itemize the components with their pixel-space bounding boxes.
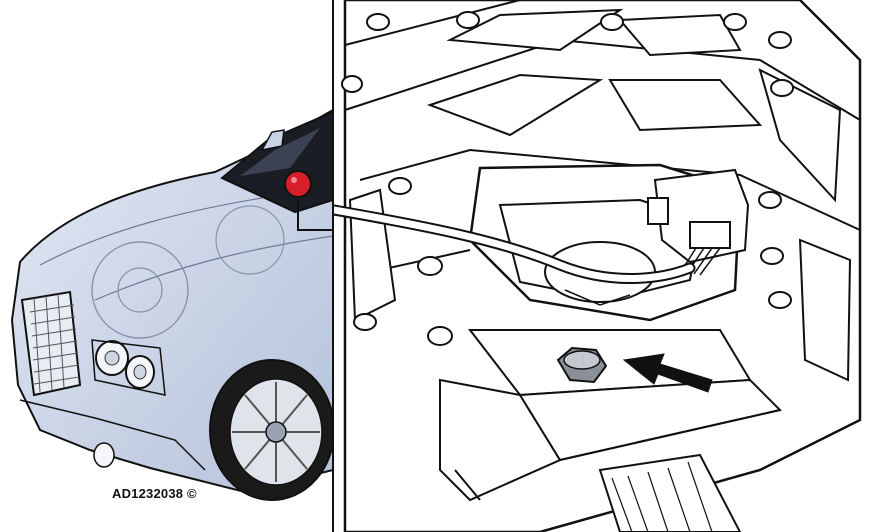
windshield-reflection — [240, 128, 320, 176]
ghost-wheel-hub — [117, 267, 163, 313]
hood-line — [39, 197, 263, 266]
retaining-nut — [556, 346, 608, 384]
mounting-holes — [341, 11, 794, 346]
cutouts — [348, 8, 852, 382]
location-marker — [284, 170, 333, 231]
hood-line — [94, 235, 333, 301]
bumper — [19, 399, 206, 471]
steering-shaft — [598, 453, 742, 532]
side-mirror — [260, 129, 285, 152]
leader-line — [297, 197, 333, 231]
vehicle-view — [10, 108, 333, 501]
fog-lamp — [93, 442, 115, 468]
red-dot-marker-icon — [284, 170, 312, 198]
figure-caption: AD1232038 © — [112, 486, 197, 501]
grille — [20, 290, 82, 397]
front-wheel — [209, 359, 333, 501]
component-detail-view — [334, 0, 862, 532]
electrical-connector — [647, 168, 750, 276]
ghost-wheel — [91, 241, 189, 339]
headlights — [91, 339, 166, 396]
arrow-icon — [622, 353, 713, 393]
